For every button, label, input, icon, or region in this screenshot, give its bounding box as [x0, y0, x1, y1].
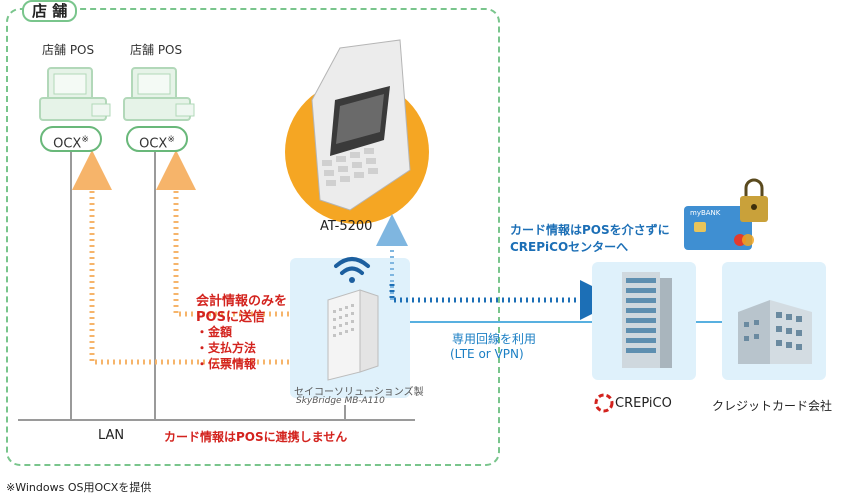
pos-terminal-icon-2 [123, 67, 195, 121]
card-direct-line1: カード情報はPOSを介さずに [510, 223, 670, 237]
accounting-note-line1: 会計情報のみを [196, 294, 288, 309]
ocx-label-1: OCX [53, 136, 82, 152]
flow-to-pos2 [156, 150, 325, 317]
credit-card-icon [684, 206, 754, 250]
flow-to-crepico [389, 280, 620, 320]
store-label: 店 舗 [22, 0, 78, 22]
card-direct-line2: CREPiCOセンターへ [510, 240, 629, 254]
ocx-box-1: OCX※ [40, 126, 102, 152]
lan-label: LAN [98, 428, 125, 443]
footnote: ※Windows OS用OCXを提供 [6, 481, 152, 494]
store-frame [6, 8, 500, 466]
terminal-label: AT-5200 [320, 219, 373, 234]
card-not-linked-note: カード情報はPOSに連携しません [164, 430, 348, 444]
wifi-icon [334, 257, 370, 283]
pos-label-1: 店舗 POS [42, 43, 95, 57]
credit-building-icon [738, 300, 812, 364]
accounting-item-payment: ・支払方法 [196, 341, 257, 355]
card-bank-label: myBANK [690, 209, 721, 217]
pos-terminal-icon-1 [39, 67, 111, 121]
accounting-note-line2: POSに送信 [196, 310, 265, 325]
accounting-item-amount: ・金額 [196, 325, 233, 339]
network-note-line2: (LTE or VPN) [450, 347, 524, 361]
crepico-logo-icon [594, 393, 614, 413]
crepico-label: CREPiCO [615, 396, 672, 411]
flow-to-pos1 [72, 150, 325, 365]
pos-label-2: 店舗 POS [130, 43, 183, 57]
router-maker: セイコーソリューションズ製 [294, 387, 424, 398]
credit-company-label: クレジットカード会社 [712, 399, 833, 413]
router-icon [327, 289, 379, 381]
network-note-line1: 専用回線を利用 [452, 332, 537, 346]
ocx-mark-1: ※ [81, 135, 89, 145]
accounting-item-slip: ・伝票情報 [196, 357, 257, 371]
handheld-terminal-icon [311, 39, 411, 211]
crepico-building-icon [622, 272, 672, 368]
ocx-box-2: OCX※ [126, 126, 188, 152]
padlock-icon [740, 178, 768, 222]
ocx-label-2: OCX [139, 136, 168, 152]
ocx-mark-2: ※ [167, 135, 175, 145]
router-model: SkyBridge MB-A110 [296, 396, 385, 406]
